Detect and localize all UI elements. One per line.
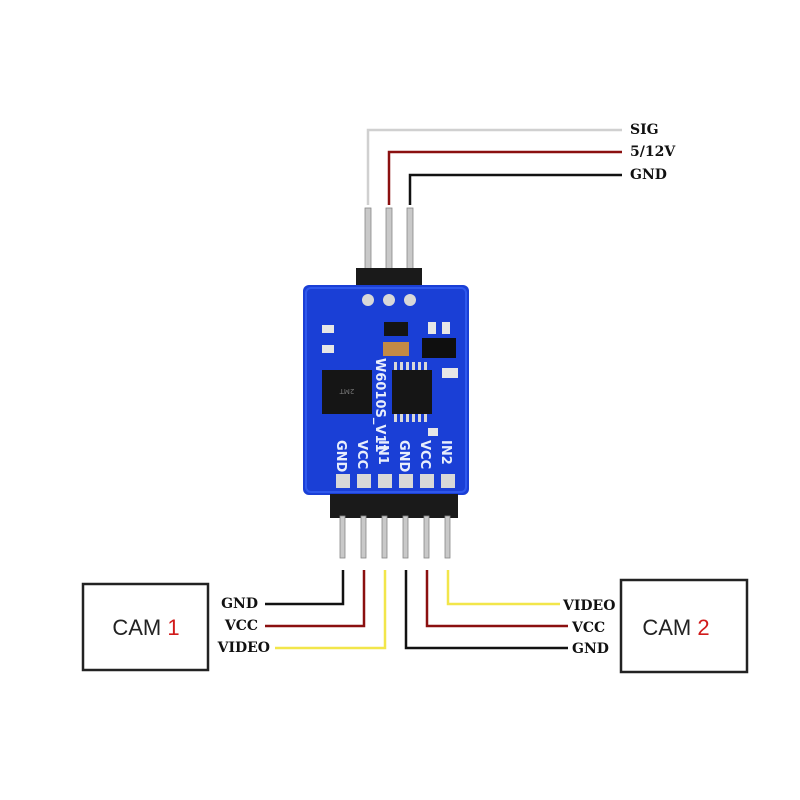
cam2-title: CAM 2 bbox=[642, 615, 709, 640]
pin-label-vcc1: VCC bbox=[354, 440, 369, 469]
pin-label-gnd1: GND bbox=[333, 440, 348, 473]
cam2-box: CAM 2 bbox=[619, 578, 749, 674]
top-wires bbox=[366, 128, 622, 205]
power-wire bbox=[387, 150, 622, 205]
bottom-header bbox=[330, 494, 458, 559]
top-header bbox=[356, 207, 422, 290]
power-label: 5/12V bbox=[630, 144, 676, 160]
board-model-silk: W6010S_V11 bbox=[372, 358, 387, 453]
svg-text:2MT: 2MT bbox=[339, 387, 354, 395]
gnd-label-top: GND bbox=[630, 167, 667, 183]
gnd-wire-top bbox=[408, 173, 622, 205]
pcb-board: 2MT bbox=[303, 285, 469, 495]
cam2-vcc-label: VCC bbox=[571, 620, 605, 636]
cam2-gnd-wire bbox=[404, 570, 568, 650]
pin-label-in2: IN2 bbox=[438, 440, 453, 465]
cam1-gnd-label: GND bbox=[221, 596, 258, 612]
pin-label-vcc2: VCC bbox=[417, 440, 432, 469]
cam1-name: CAM bbox=[112, 615, 167, 640]
cam1-wires bbox=[265, 570, 387, 650]
cam1-title: CAM 1 bbox=[112, 615, 179, 640]
pin-label-in1: IN1 bbox=[375, 440, 390, 465]
cam1-vcc-wire bbox=[265, 570, 366, 628]
cam2-wires bbox=[404, 570, 568, 650]
cam1-gnd-wire bbox=[265, 570, 345, 606]
cam1-video-wire bbox=[275, 570, 387, 650]
cam2-gnd-label: GND bbox=[572, 641, 609, 657]
cam2-video-wire bbox=[446, 570, 560, 606]
cam2-number: 2 bbox=[697, 615, 709, 640]
cam2-video-label: VIDEO bbox=[562, 598, 615, 614]
cam2-vcc-wire bbox=[425, 570, 568, 628]
sig-wire bbox=[366, 128, 622, 205]
cam1-box: CAM 1 bbox=[81, 582, 210, 672]
cam1-number: 1 bbox=[167, 615, 179, 640]
cam1-video-label: VIDEO bbox=[217, 640, 270, 656]
pin-label-gnd2: GND bbox=[396, 440, 411, 473]
sig-label: SIG bbox=[630, 122, 659, 138]
cam2-name: CAM bbox=[642, 615, 697, 640]
cam1-vcc-label: VCC bbox=[224, 618, 258, 634]
